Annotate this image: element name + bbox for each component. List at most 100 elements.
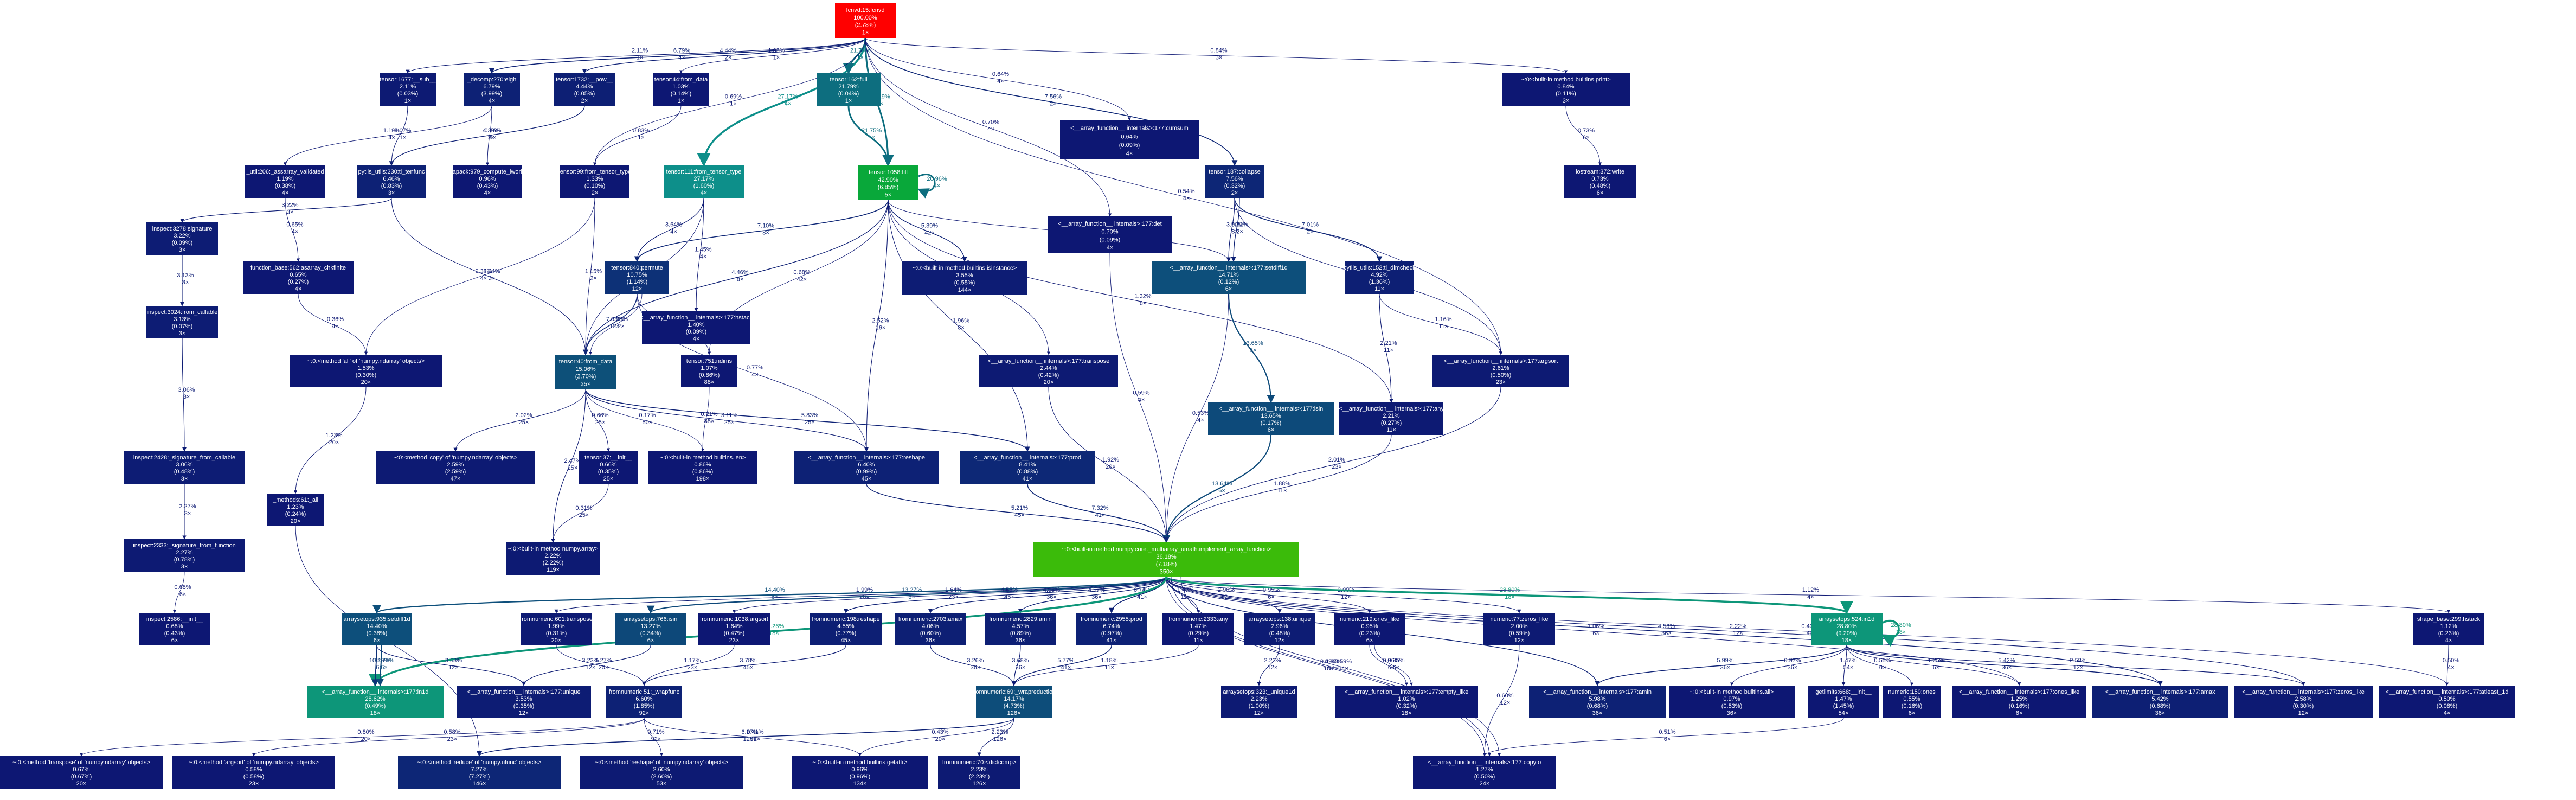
node-box — [605, 261, 669, 294]
node-amaxfn[interactable]: <__array_function__ internals>:177:amax5… — [2092, 686, 2228, 718]
edge-label-line: 2.58% — [2070, 657, 2086, 664]
edge-line — [1164, 434, 1392, 543]
node-label-line: 2× — [1231, 190, 1238, 196]
node-print[interactable]: ~:0:<built-in method builtins.print>0.84… — [1502, 73, 1630, 106]
node-reshapem[interactable]: ~:0:<method 'reshape' of 'numpy.ndarray'… — [580, 756, 743, 789]
node-fromtype111[interactable]: tensor:111:from_tensor_type27.17%(1.60%)… — [664, 165, 744, 198]
edge-setdiffimpl-to-uniquefn: 3.53%12× — [376, 645, 526, 686]
node-setdiff[interactable]: <__array_function__ internals>:177:setdi… — [1152, 261, 1306, 294]
edge-label-line: 21.75% — [862, 127, 882, 134]
node-pow[interactable]: tensor:1732:__pow__4.44%(0.05%)2× — [554, 73, 615, 106]
node-transposem[interactable]: ~:0:<method 'transpose' of 'numpy.ndarra… — [0, 756, 163, 789]
node-zeroslikefn[interactable]: <__array_function__ internals>:177:zeros… — [2234, 686, 2373, 718]
node-impl[interactable]: ~:0:<built-in method numpy.core._multiar… — [1033, 542, 1299, 577]
node-all[interactable]: ~:0:<method 'all' of 'numpy.ndarray' obj… — [290, 355, 442, 387]
edge-root-to-fromtype111: 27.17%4× — [697, 37, 866, 167]
node-cumsum[interactable]: <__array_function__ internals>:177:cumsu… — [1060, 120, 1199, 159]
node-aminfn[interactable]: <__array_function__ internals>:177:amin5… — [1529, 686, 1666, 718]
node-argsort[interactable]: <__array_function__ internals>:177:argso… — [1432, 355, 1569, 387]
edge-label-line: 4× — [292, 229, 299, 235]
node-getattr[interactable]: ~:0:<built-in method builtins.getattr>0.… — [792, 756, 928, 789]
edge-in1d-to-numones150: 0.55%6× — [1846, 645, 1913, 686]
node-copyto[interactable]: <__array_function__ internals>:177:copyt… — [1413, 756, 1556, 789]
node-getlimits[interactable]: getlimits:668:__init__1.47%(1.45%)54× — [1808, 686, 1879, 718]
edge-root-to-fromdata44: 1.03%1× — [679, 37, 866, 74]
node-reshape[interactable]: <__array_function__ internals>:177:resha… — [794, 451, 939, 484]
node-wrapreduce[interactable]: fromnumeric:69:_wrapreduction14.17%(4.73… — [972, 686, 1056, 718]
node-fromcall2[interactable]: inspect:2428:_signature_from_callable3.0… — [124, 451, 245, 484]
node-det[interactable]: <__array_function__ internals>:177:det0.… — [1048, 216, 1172, 253]
node-copy[interactable]: ~:0:<method 'copy' of 'numpy.ndarray' ob… — [376, 451, 535, 484]
node-array[interactable]: ~:0:<built-in method numpy.array>2.22%(2… — [506, 542, 600, 575]
node-sub[interactable]: tensor:1677:__sub__2.11%(0.03%)1× — [380, 73, 436, 106]
node-label-line: 2.96% — [1271, 623, 1288, 630]
node-label-line: <__array_function__ internals>:177:hstac… — [640, 315, 753, 321]
node-ismember[interactable]: <__array_function__ internals>:177:isin1… — [1208, 402, 1334, 435]
node-uniquefn[interactable]: <__array_function__ internals>:177:uniqu… — [457, 686, 591, 718]
node-in1dfn[interactable]: <__array_function__ internals>:177:in1d2… — [307, 686, 444, 718]
node-dictcomp[interactable]: fromnumeric:70:<dictcomp>2.23%(2.23%)126… — [938, 756, 1020, 789]
node-builtinall[interactable]: ~:0:<built-in method builtins.all>0.97%(… — [1669, 686, 1795, 718]
edge-label-line: 11× — [1384, 347, 1393, 354]
node-init37[interactable]: tensor:37:__init__0.66%(0.35%)25× — [579, 451, 638, 484]
node-valid[interactable]: _util:206:_assarray_validated1.19%(0.38%… — [245, 165, 325, 198]
node-chkfinite[interactable]: function_base:562:asarray_chkfinite0.65%… — [243, 261, 354, 294]
edge-line — [930, 645, 1016, 686]
node-label-line: 20× — [1044, 379, 1054, 386]
node-box — [698, 613, 770, 645]
node-paraminit[interactable]: inspect:2586:__init__0.68%(0.43%)6× — [139, 613, 210, 645]
node-len[interactable]: ~:0:<built-in method builtins.len>0.86%(… — [648, 451, 757, 484]
node-argsortm[interactable]: ~:0:<method 'argsort' of 'numpy.ndarray'… — [172, 756, 335, 789]
node-hstack[interactable]: <__array_function__ internals>:177:hstac… — [640, 311, 753, 344]
node-emptylike[interactable]: <__array_function__ internals>:177:empty… — [1335, 686, 1478, 718]
node-atleast[interactable]: <__array_function__ internals>:177:atlea… — [2379, 686, 2515, 718]
edge-label-line: 0.73% — [1578, 127, 1595, 134]
node-prod[interactable]: <__array_function__ internals>:177:prod8… — [960, 451, 1095, 484]
edge-decompeigh-to-valid: 1.19%4× — [283, 105, 492, 166]
node-reduce[interactable]: ~:0:<method 'reduce' of 'numpy.ufunc' ob… — [398, 756, 561, 789]
node-isinst[interactable]: ~:0:<built-in method builtins.isinstance… — [902, 261, 1027, 295]
node-sigfunc[interactable]: inspect:2333:_signature_from_function2.2… — [124, 539, 245, 572]
edge-label-line: 41× — [1095, 512, 1106, 519]
edge-line — [1166, 577, 1372, 613]
node-tenfunc[interactable]: pytils_utils:230:tl_tenfunc6.46%(0.83%)3… — [357, 165, 426, 198]
node-transpose[interactable]: <__array_function__ internals>:177:trans… — [979, 355, 1118, 387]
node-box — [1334, 613, 1405, 645]
node-dimcheck[interactable]: pytils_utils:152:tl_dimcheck4.92%(1.36%)… — [1343, 261, 1416, 294]
edge-line — [1109, 253, 1168, 543]
node-oneslikefn[interactable]: <__array_function__ internals>:177:ones_… — [1952, 686, 2086, 718]
node-any[interactable]: <__array_function__ internals>:177:any2.… — [1339, 402, 1444, 435]
